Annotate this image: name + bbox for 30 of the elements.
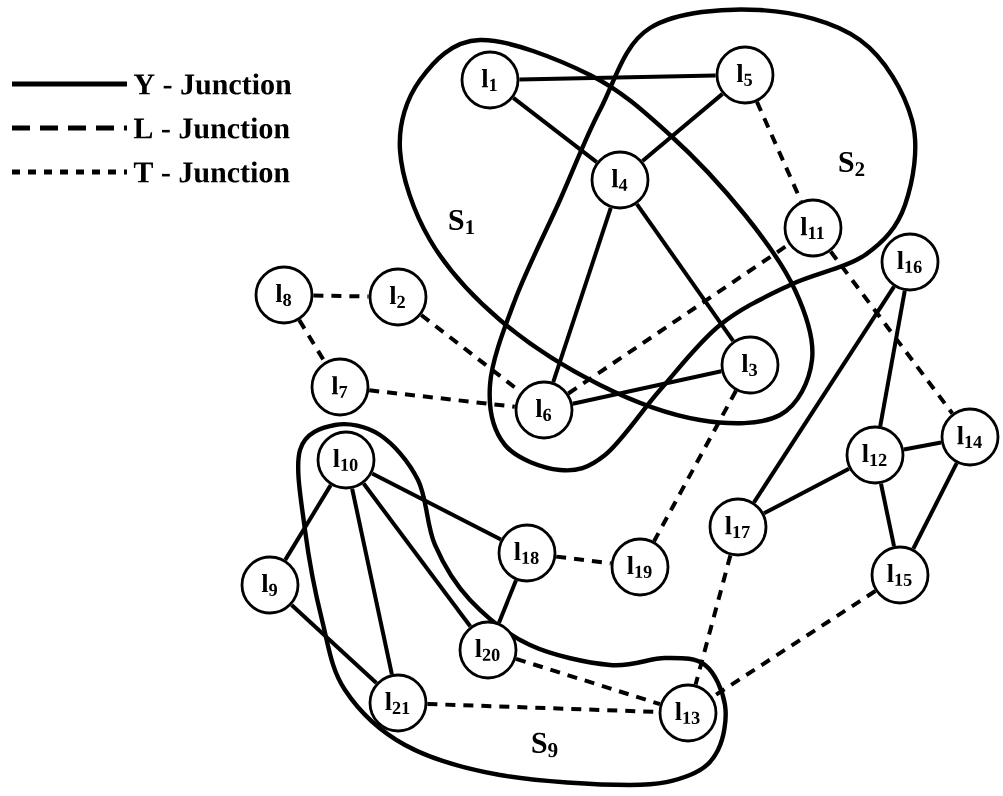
legend-text: T - Junction <box>133 161 290 183</box>
junction-line <box>283 484 333 561</box>
junction-line <box>652 389 738 543</box>
junction-line <box>350 488 394 675</box>
junction-line <box>555 554 612 566</box>
junction-line <box>519 73 716 82</box>
junction-line <box>752 285 896 504</box>
junction-line <box>371 471 502 542</box>
junction-line <box>290 603 378 685</box>
junction-line <box>755 101 803 202</box>
junction-line <box>572 369 722 406</box>
junction-line <box>641 92 724 163</box>
junction-line <box>763 466 850 516</box>
junction-line <box>497 579 518 624</box>
junction-line <box>313 293 369 299</box>
junction-line <box>635 202 735 343</box>
legend-text: Y - Junction <box>133 73 292 95</box>
junction-line <box>512 96 598 164</box>
junction-line <box>829 250 954 415</box>
junction-line <box>551 207 613 383</box>
junction-line <box>362 482 472 628</box>
junction-line <box>369 388 515 409</box>
junction-line <box>297 319 327 363</box>
junction-line <box>879 483 896 547</box>
junction-line <box>693 554 733 686</box>
junction-line <box>903 440 942 452</box>
junction-line <box>515 656 661 707</box>
junction-line <box>911 462 959 550</box>
junction-line <box>878 290 907 427</box>
legend-text: L - Junction <box>133 117 290 139</box>
